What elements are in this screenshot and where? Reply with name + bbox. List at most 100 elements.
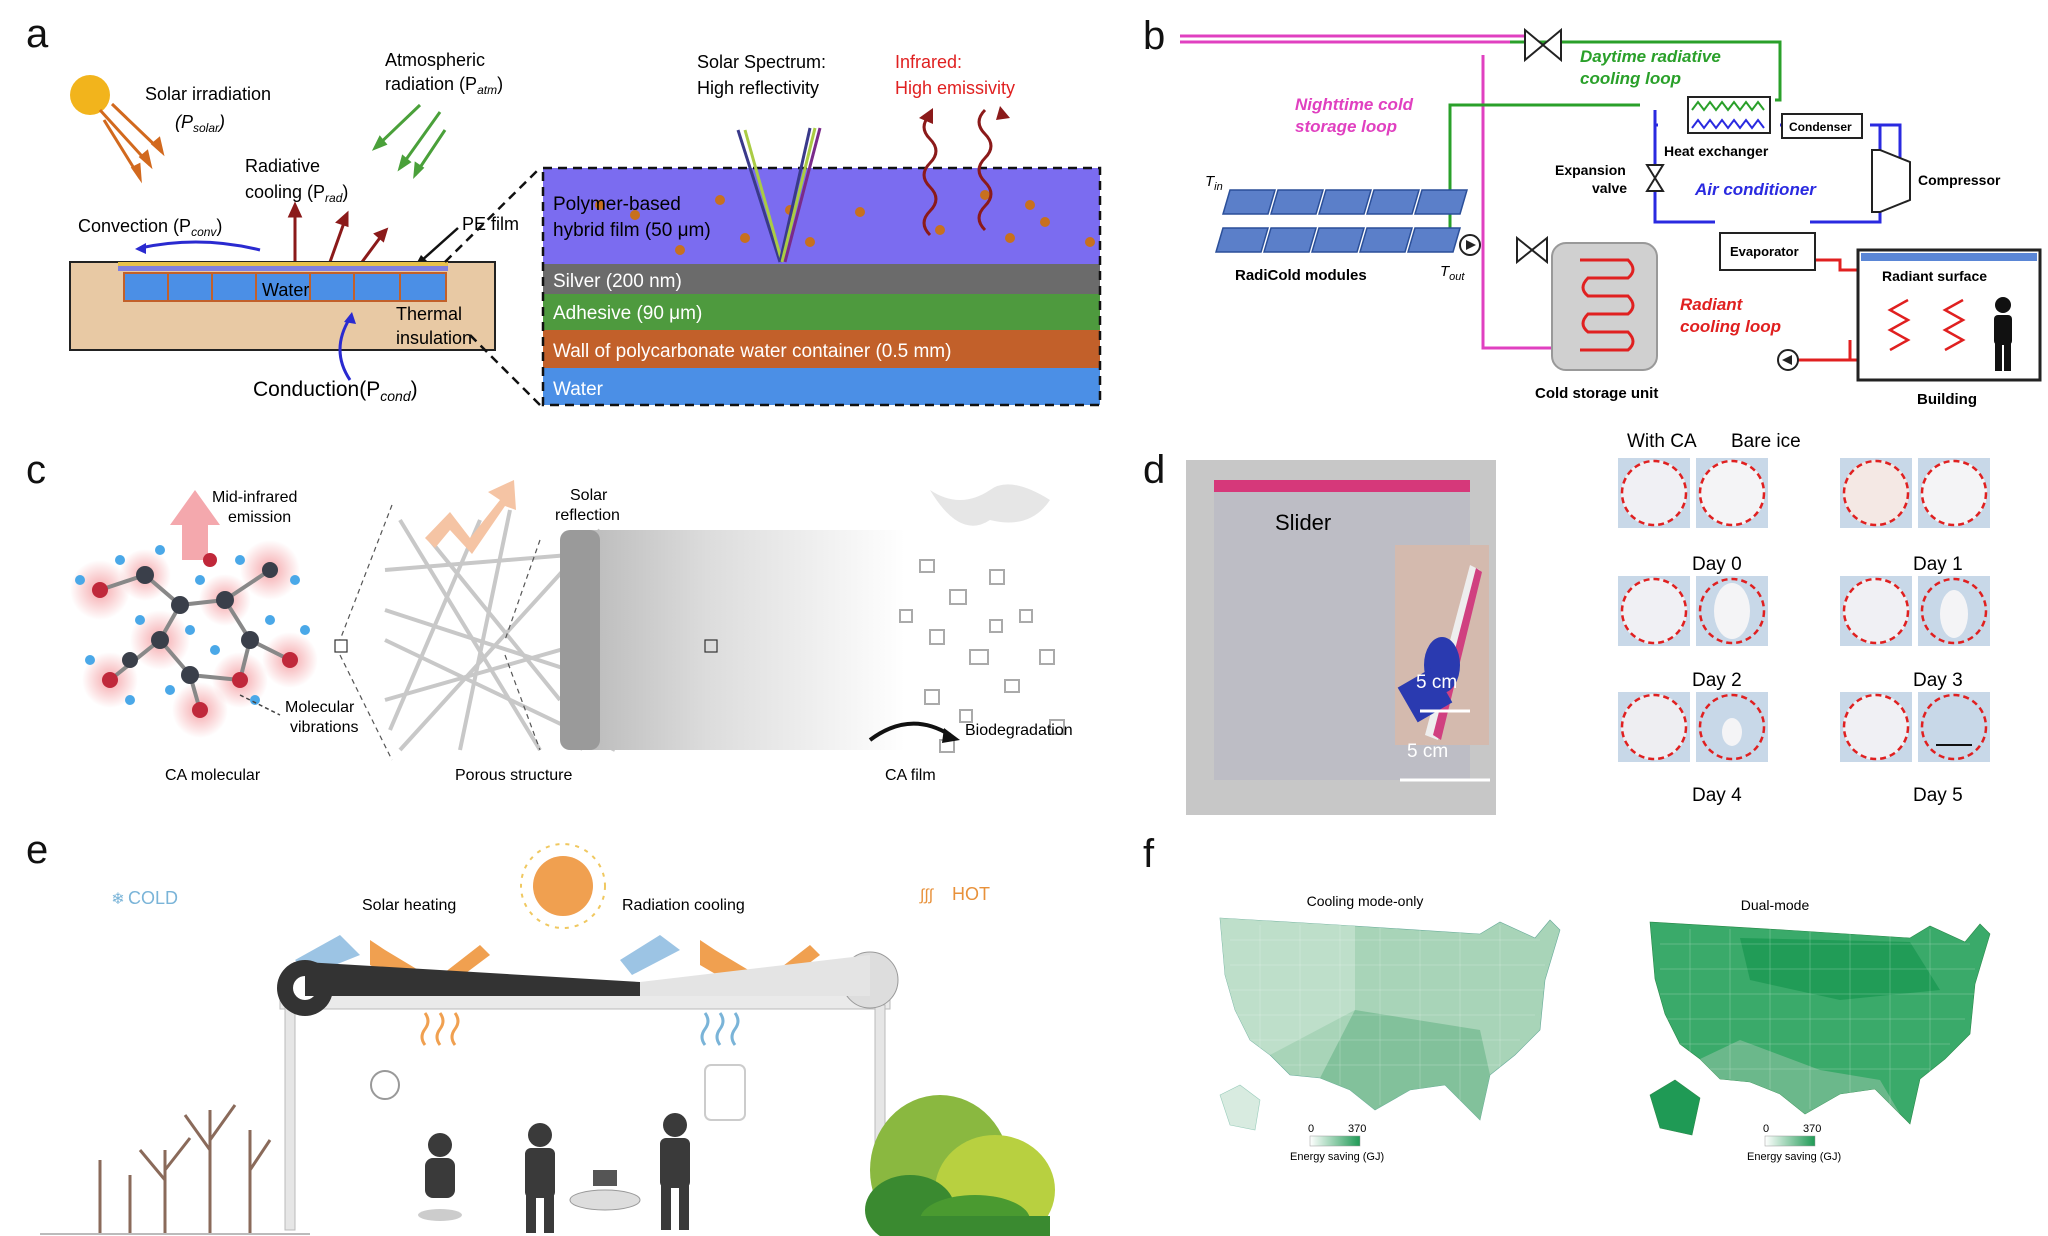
water-layer-label: Water <box>553 379 604 400</box>
panel-e-illustration: COLD ❄ HOT ∫∫∫ Solar heating Radiation c… <box>40 843 1055 1236</box>
solar-irradiation-label: Solar irradiation <box>145 84 271 104</box>
adhesive-layer <box>543 294 1100 330</box>
dual-mode-title: Dual-mode <box>1741 897 1810 913</box>
with-ca-label: With CA <box>1627 431 1697 452</box>
solar-reflection-label-1: Solar <box>570 487 608 504</box>
atm-radiation-label-2: radiation (Patm) <box>385 74 503 97</box>
nighttime-loop <box>1180 34 1565 350</box>
legend-max-2: 370 <box>1803 1123 1821 1135</box>
valve-top[interactable] <box>1524 27 1562 63</box>
t-in-label: Tin <box>1205 173 1223 193</box>
silver-layer <box>543 264 1100 294</box>
day2-label: Day 2 <box>1692 670 1742 691</box>
panel-label-d: d <box>1143 448 1166 492</box>
infrared-waves <box>922 108 993 237</box>
molecular-label-2: vibrations <box>290 719 358 736</box>
porous-label: Porous structure <box>455 767 572 784</box>
cooling-only-title: Cooling mode-only <box>1307 893 1424 909</box>
evaporator-box <box>1719 232 1816 271</box>
biodegradation-label: Biodegradation <box>965 722 1073 739</box>
day4-label: Day 4 <box>1692 785 1742 806</box>
high-reflectivity-label: High reflectivity <box>697 78 819 98</box>
water-cells <box>123 272 447 302</box>
slider-label: Slider <box>1275 510 1331 535</box>
radiant-label-2: cooling loop <box>1680 317 1781 336</box>
radicold-panels <box>1215 189 1468 253</box>
snowflake-icon: ❄ <box>111 891 124 908</box>
green-bushes <box>865 1095 1055 1236</box>
polymer-label-2: hybrid film (50 μm) <box>553 220 711 241</box>
heat-wave-icon: ∫∫∫ <box>919 887 935 904</box>
roof-frame <box>279 994 891 1010</box>
day3-label: Day 3 <box>1913 670 1963 691</box>
people-group <box>418 1113 690 1233</box>
infrared-label: Infrared: <box>895 52 962 72</box>
daytime-label-2: cooling loop <box>1580 69 1681 88</box>
biodegradation-fragments <box>899 559 1065 753</box>
legend-min-1: 0 <box>1308 1123 1314 1135</box>
water-layer <box>543 368 1100 405</box>
mid-ir-arrow <box>170 490 220 560</box>
day0-label: Day 0 <box>1692 554 1742 575</box>
hot-label: HOT <box>952 884 990 904</box>
radiative-label: Radiative <box>245 156 320 176</box>
wall-label: Wall of polycarbonate water container (0… <box>553 341 951 362</box>
panel-label-f: f <box>1143 832 1155 876</box>
person-icon <box>1994 297 2012 371</box>
day1-label: Day 1 <box>1913 554 1963 575</box>
daytime-label-1: Daytime radiative <box>1580 47 1721 66</box>
polymer-label-1: Polymer-based <box>553 194 681 215</box>
condenser-label: Condenser <box>1789 120 1852 134</box>
clock-icon <box>370 1070 400 1100</box>
reflection-rays <box>736 127 822 263</box>
panel-a-diagram: Solar irradiation (Psolar) Atmospheric r… <box>69 50 1102 407</box>
compressor-icon <box>1871 149 1911 213</box>
mid-ir-label-2: emission <box>228 509 291 526</box>
t-out-label: Tout <box>1440 263 1465 283</box>
particles <box>595 190 1095 255</box>
solar-heating-label: Solar heating <box>362 897 456 914</box>
energy-saving-label-1: Energy saving (GJ) <box>1290 1151 1384 1163</box>
radiative-arrows <box>287 201 389 263</box>
scale-inset-label: 5 cm <box>1416 672 1457 693</box>
evaporator-label: Evaporator <box>1730 244 1799 259</box>
high-emissivity-label: High emissivity <box>895 78 1015 98</box>
legend-bar-1 <box>1309 1135 1361 1147</box>
radiation-cooling-label: Radiation cooling <box>622 897 745 914</box>
expansion-valve-icon[interactable] <box>1645 164 1665 192</box>
solar-arrows <box>98 102 165 184</box>
insulation-label: insulation <box>396 328 472 348</box>
thermostat-icon <box>704 1064 746 1121</box>
convection-arrow <box>139 240 261 252</box>
ice-grid <box>1618 458 1990 762</box>
adhesive-label: Adhesive (90 μm) <box>553 303 702 324</box>
solar-spectrum-label: Solar Spectrum: <box>697 52 826 72</box>
biodegradation-arrow <box>868 721 952 742</box>
building-label: Building <box>1917 391 1977 408</box>
condenser-box <box>1781 113 1863 139</box>
valve-bottom[interactable] <box>1516 235 1548 265</box>
expansion-label-2: valve <box>1592 180 1627 196</box>
panel-label-e: e <box>26 828 49 872</box>
sun-icon-e <box>520 843 606 929</box>
ca-molecular-label: CA molecular <box>165 767 261 784</box>
mid-ir-label-1: Mid-infrared <box>212 489 297 506</box>
us-map-cooling-only <box>1219 917 1561 1131</box>
ca-film-sheet <box>575 530 905 750</box>
panel-d-photos: Slider 5 cm 5 cm With CA Bare ice Day 0 … <box>1186 431 1990 815</box>
panel-label-c: c <box>26 448 46 492</box>
panel-f-maps: Cooling mode-only Dual-mode 0 370 Energy… <box>1219 893 1991 1163</box>
air-conditioner-label: Air conditioner <box>1694 180 1817 199</box>
atm-radiation-label: Atmospheric <box>385 50 485 70</box>
dead-trees <box>98 1104 272 1235</box>
energy-saving-label-2: Energy saving (GJ) <box>1747 1151 1841 1163</box>
cold-label: COLD <box>128 888 178 908</box>
legend-min-2: 0 <box>1763 1123 1769 1135</box>
conduction-label: Conduction(Pcond) <box>253 378 418 404</box>
ca-film-label: CA film <box>885 767 936 784</box>
radiant-surface-label: Radiant surface <box>1882 268 1987 284</box>
panel-label-a: a <box>26 12 49 56</box>
nighttime-label-2: storage loop <box>1295 117 1397 136</box>
atmospheric-arrows <box>371 103 447 179</box>
sun-icon <box>70 75 110 115</box>
